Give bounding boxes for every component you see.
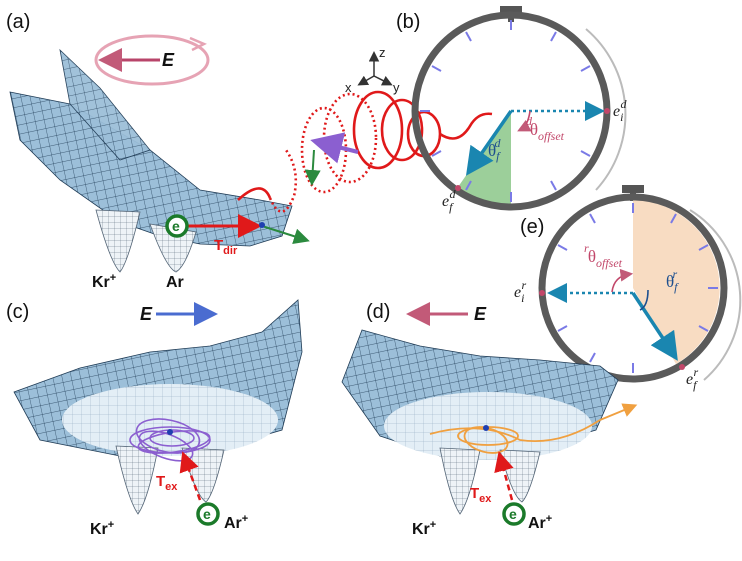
potential-well-ar-c (181, 447, 225, 503)
clock-e-final-arrow (631, 292, 678, 361)
tdir-label: Tdir (214, 237, 238, 257)
clock-e-theta-f: θfr (666, 267, 679, 294)
panel-label-a: (a) (6, 11, 30, 33)
tex-label-d: Tex (470, 485, 492, 505)
panel-c: (c) E e Tex Kr+ Ar+ (6, 299, 303, 538)
panel-label-c: (c) (6, 301, 29, 323)
x-axis-label: x (345, 80, 352, 95)
panel-e: (e) θoffsetr θfr eir efr (514, 185, 742, 392)
electron-letter-d: e (509, 506, 517, 522)
excitation-arrow-c (179, 451, 202, 501)
x-axis (357, 75, 375, 86)
clock-b-ticks (420, 20, 591, 202)
clock-e-theta-offset: θoffsetr (584, 241, 623, 270)
ion-kr-c: Kr+ (90, 519, 114, 538)
panel-label-b: (b) (396, 11, 420, 33)
clock-e-point-f (679, 364, 685, 370)
clock-e-e-f: efr (686, 365, 698, 392)
clock-e-theta-arc (639, 289, 649, 311)
ion-kr-a: Kr+ (92, 272, 116, 291)
clock-e-rim (538, 193, 728, 383)
polarization-ellipse-a (94, 34, 210, 86)
clock-b-crown (500, 6, 522, 14)
potential-well-kr-a (95, 209, 141, 273)
z-axis-label: z (379, 45, 386, 60)
escape-arrow-d (599, 403, 638, 421)
clock-e-point-i (539, 290, 545, 296)
field-label-a: E (162, 50, 175, 70)
panel-label-e: (e) (520, 216, 544, 238)
potential-surface-a (9, 91, 293, 247)
momentum-arrow-a (261, 225, 310, 244)
momentum-vector-purple (310, 132, 359, 164)
ion-ar-d: Ar+ (528, 513, 552, 532)
panel-a: (a) E Kr+ Ar e Tdir z x y (6, 11, 493, 291)
field-label-d: E (474, 304, 487, 324)
ellipse-direction-arrow (189, 36, 207, 52)
clock-b-e-i: eid (613, 97, 627, 124)
y-axis (373, 75, 393, 86)
exit-point-d (483, 425, 489, 431)
electron-icon-c (196, 502, 220, 526)
ion-ar-c: Ar+ (224, 513, 248, 532)
exit-point-a (259, 222, 265, 228)
field-label-c: E (140, 304, 153, 324)
excitation-arrow-d (494, 451, 514, 501)
panel-label-d: (d) (366, 301, 390, 323)
clock-e-ticks (557, 203, 718, 373)
force-vector-green (304, 149, 321, 186)
clock-e-crown (622, 185, 644, 193)
potential-well-kr-d (439, 447, 481, 515)
clock-e-offset-arc (611, 268, 634, 293)
electron-letter-a: e (172, 218, 180, 234)
exit-point-c (167, 429, 173, 435)
clock-b-final-arrow (466, 110, 513, 176)
clock-b-point-f (455, 185, 461, 191)
potential-well-kr-c (115, 445, 159, 515)
potential-surface-a-back (59, 48, 151, 161)
clock-b-point-i (604, 108, 610, 114)
clock-e-outer-arc (689, 209, 742, 381)
electron-letter-c: e (203, 506, 211, 522)
tex-label-c: Tex (156, 473, 178, 493)
clock-b-theta-offset: θoffsetd (526, 114, 565, 143)
clock-b-outer-arc (585, 28, 627, 191)
electron-icon-d (502, 502, 526, 526)
panel-d: (d) E e Tex Kr+ Ar+ (341, 301, 638, 538)
potential-well-ar-a (149, 223, 197, 273)
ion-kr-d: Kr+ (412, 519, 436, 538)
clock-b-theta-f: θfd (488, 136, 502, 163)
ion-ar-a: Ar (166, 274, 184, 291)
escaping-trajectory-d (429, 419, 601, 454)
clock-b-offset-arc (517, 110, 532, 132)
clock-e-e-i: eir (514, 278, 526, 305)
panel-b: (b) θfd θoffsetd eid efd (396, 6, 627, 214)
electron-icon-a (165, 214, 189, 238)
y-axis-label: y (393, 80, 400, 95)
clock-b-e-f: efd (442, 187, 456, 214)
